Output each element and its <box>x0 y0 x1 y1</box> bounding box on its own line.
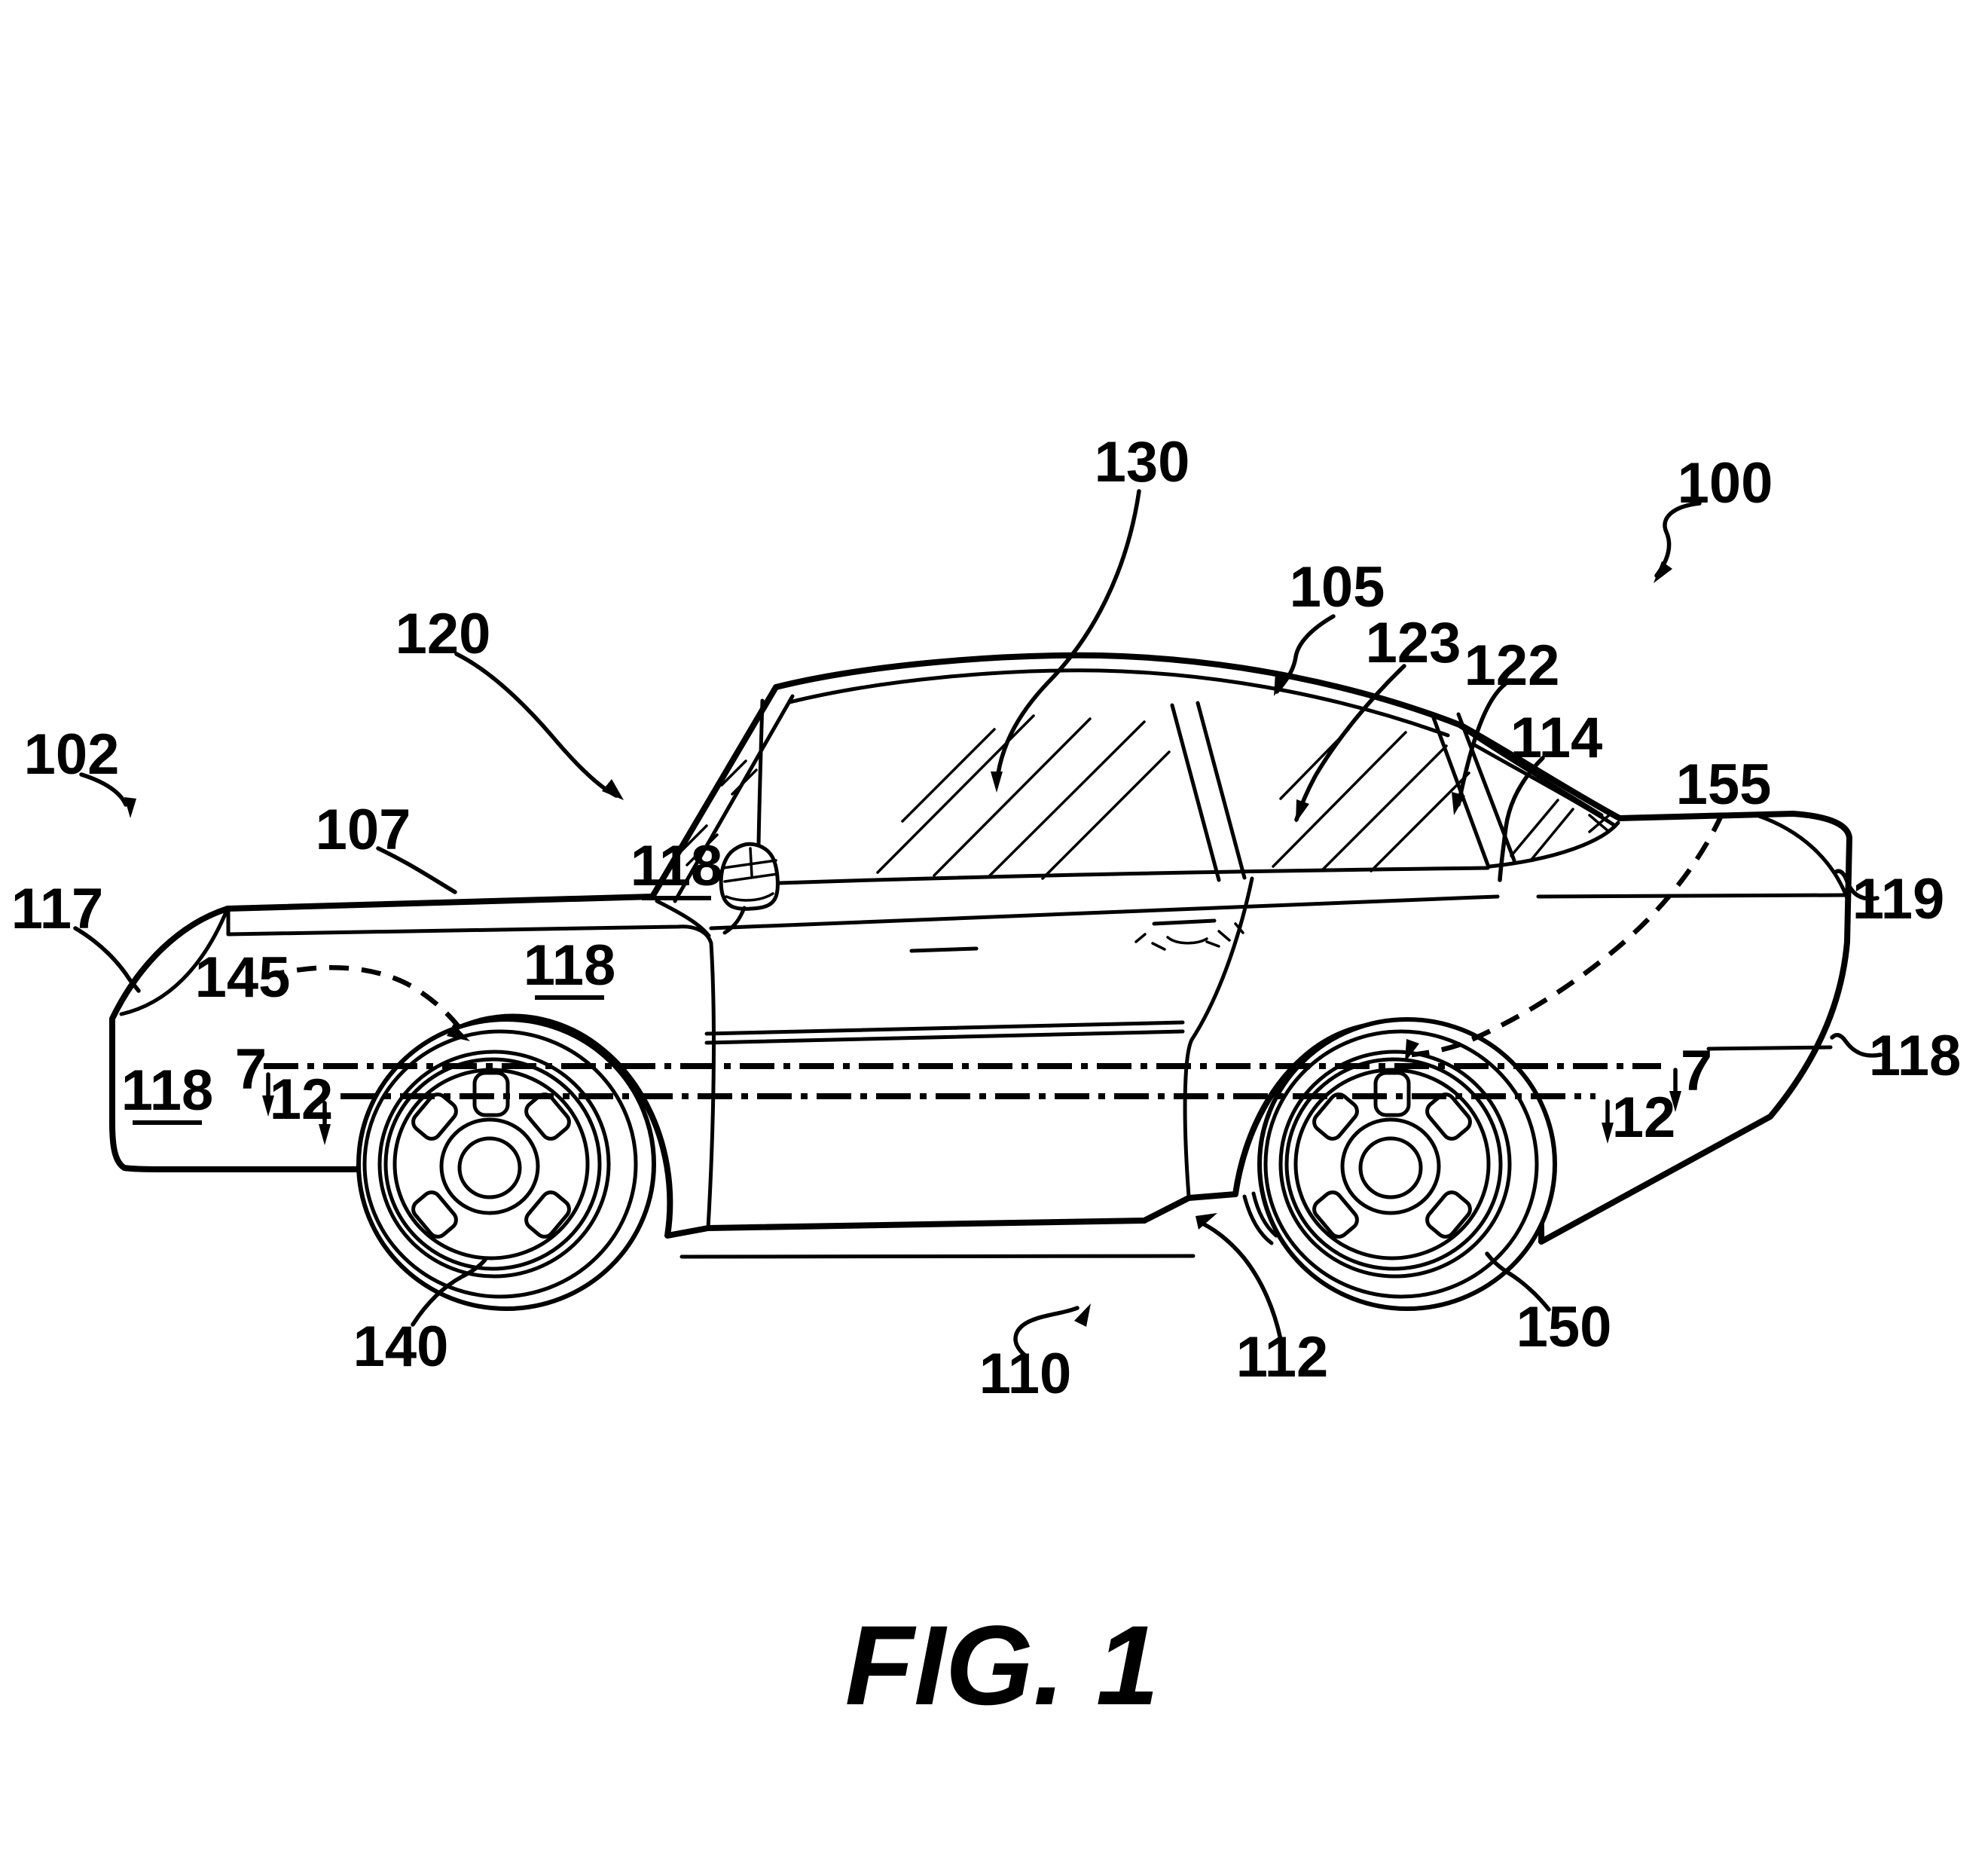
leader-lines <box>73 489 1883 1358</box>
b-pillar <box>1170 701 1247 882</box>
leader-100 <box>1654 501 1702 578</box>
trim-end-mark <box>1588 814 1611 833</box>
ref-label-155: 155 <box>1676 753 1772 817</box>
quarter-window-glass <box>1510 799 1574 862</box>
leader-114 <box>1498 756 1545 882</box>
rear-bumper-bottom-line <box>1706 1045 1833 1051</box>
front-corner-panel-line <box>119 906 230 1016</box>
ref-label-117: 117 <box>11 877 104 941</box>
ref-label-112: 112 <box>1236 1325 1329 1389</box>
ref-label-122: 122 <box>1464 634 1560 698</box>
side-molding-line <box>704 1020 1185 1045</box>
leader-145-dashed <box>264 964 466 1035</box>
backlight-inner-line <box>1471 742 1617 828</box>
car-body <box>109 652 1852 1259</box>
front-door-crease <box>909 946 979 953</box>
ref-label-150: 150 <box>1516 1295 1612 1359</box>
belt-line <box>777 866 1490 885</box>
ref-label-123: 123 <box>1366 611 1461 675</box>
figure-caption: FIG. 1 <box>845 1602 1159 1728</box>
leader-140 <box>411 1257 487 1327</box>
leader-150 <box>1485 1251 1551 1312</box>
rear-wheel <box>1257 1017 1557 1311</box>
ref-label-130: 130 <box>1095 430 1190 494</box>
a-pillar-inner-line <box>673 694 795 903</box>
quarter-belt-line <box>1488 820 1620 869</box>
ref-label-140: 140 <box>353 1315 449 1379</box>
section-line-12 <box>319 1093 1614 1145</box>
front-wheel <box>356 1017 656 1311</box>
front-door-window-glass <box>876 714 1171 880</box>
ref-label-12-left: 12 <box>270 1068 334 1132</box>
leader-155-dashed <box>1411 812 1724 1058</box>
leader-119 <box>1833 869 1880 901</box>
ref-label-7-right: 7 <box>1681 1039 1712 1103</box>
mirror-mount-line <box>756 698 765 848</box>
rear-bumper-top-line <box>1536 893 1849 899</box>
ref-label-145: 145 <box>195 946 291 1010</box>
rear-arch-lip <box>1242 1191 1278 1245</box>
cowl-line <box>655 899 711 938</box>
roof-inner-line <box>787 668 1450 738</box>
rocker-line <box>679 1254 1196 1259</box>
ref-label-12-right: 12 <box>1612 1086 1676 1150</box>
ref-label-110: 110 <box>979 1342 1072 1406</box>
section-line-7 <box>262 1063 1681 1117</box>
leader-120 <box>454 652 618 798</box>
door-handle <box>1152 918 1217 926</box>
rear-door-window-glass <box>1272 728 1470 872</box>
leader-130 <box>994 489 1141 786</box>
ref-label-100: 100 <box>1678 451 1773 515</box>
ref-label-118-fender: 118 <box>524 934 616 998</box>
leader-122 <box>1456 682 1507 807</box>
shoulder-line <box>709 894 1500 930</box>
a-pillar-glass-ticks <box>675 759 758 866</box>
ref-label-118-rear: 118 <box>1869 1024 1962 1088</box>
front-door-seam <box>706 941 716 1230</box>
leader-102 <box>79 772 128 807</box>
leader-110 <box>1013 1306 1080 1358</box>
ref-label-7-left: 7 <box>235 1037 267 1102</box>
ref-label-119: 119 <box>1852 867 1945 931</box>
leader-112 <box>1197 1220 1283 1342</box>
ref-label-118-front: 118 <box>121 1059 214 1123</box>
leader-107 <box>376 846 457 894</box>
leader-117 <box>73 926 141 993</box>
leader-118-rear <box>1830 1033 1883 1058</box>
ref-label-107: 107 <box>316 798 411 862</box>
ref-label-105: 105 <box>1290 555 1385 619</box>
ref-label-114: 114 <box>1510 706 1603 770</box>
ref-label-120: 120 <box>395 602 491 666</box>
rear-corner-panel-line <box>1754 813 1849 900</box>
reference-labels: 130 100 105 123 122 114 155 120 102 107 … <box>11 430 1962 1406</box>
fender-line <box>226 924 713 946</box>
ref-label-102: 102 <box>24 723 120 787</box>
door-handle-ticks <box>1134 922 1244 951</box>
rear-door-seam <box>1183 876 1254 1199</box>
ref-label-118-cowl: 118 <box>631 834 723 898</box>
side-mirror <box>719 842 780 935</box>
